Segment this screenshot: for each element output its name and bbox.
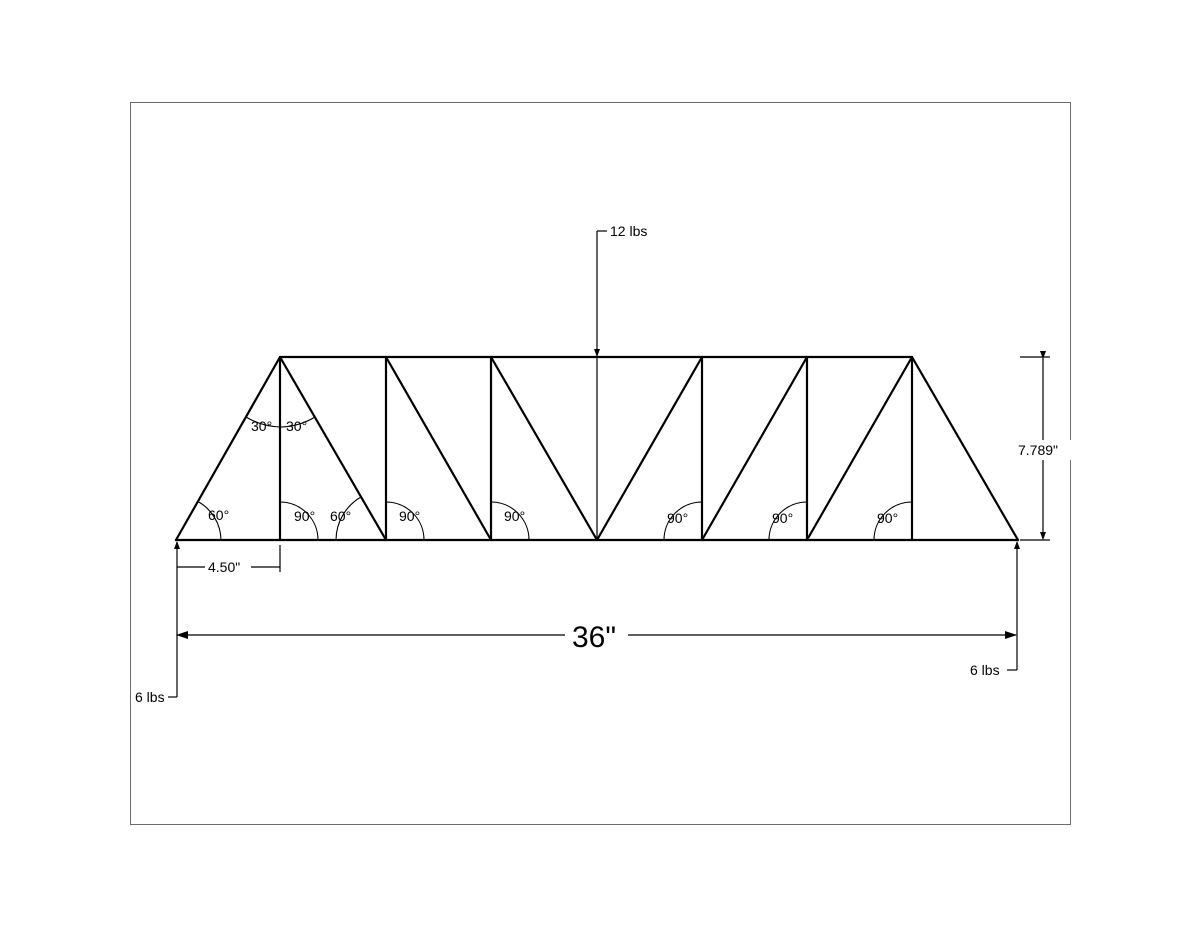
diagonal-member — [805, 355, 914, 542]
height-dimension: 7.789" — [1018, 351, 1072, 541]
angle-arc — [279, 501, 319, 541]
angle-label: 90° — [667, 510, 688, 526]
angle-label: 90° — [504, 508, 525, 524]
angle-labels: 60° 30° 30° 90° 60° 90° 90° 90° 90° 90° — [208, 418, 898, 526]
vertical-members — [278, 355, 914, 542]
angle-arc — [335, 496, 362, 541]
load-label: 12 lbs — [610, 223, 647, 239]
angle-arc — [768, 501, 808, 541]
left-reaction-label: 6 lbs — [135, 689, 165, 705]
angle-label: 30° — [286, 418, 307, 434]
angle-label: 90° — [399, 508, 420, 524]
right-end-post — [910, 355, 1020, 542]
diagonal-members — [278, 355, 914, 542]
diagonal-member — [489, 355, 599, 542]
angle-arcs — [196, 416, 913, 541]
right-reaction: 6 lbs — [970, 541, 1020, 678]
angle-arc — [196, 500, 222, 541]
angle-label: 90° — [877, 510, 898, 526]
span-dimension: 36" — [176, 621, 1017, 654]
diagonal-member — [278, 355, 388, 542]
height-label: 7.789" — [1018, 442, 1058, 458]
diagonal-member — [595, 355, 704, 542]
angle-arc — [663, 501, 703, 541]
left-end-post — [174, 355, 282, 542]
angle-arc — [385, 501, 425, 541]
drawing-border — [130, 102, 1071, 825]
angle-label: 60° — [208, 507, 229, 523]
load-arrow: 12 lbs — [594, 223, 647, 357]
angle-arc — [279, 416, 316, 428]
left-reaction: 6 lbs — [135, 541, 180, 705]
angle-label: 60° — [330, 508, 351, 524]
angle-label: 90° — [294, 508, 315, 524]
angle-arc — [490, 501, 530, 541]
panel-dimension: 4.50" — [177, 545, 281, 575]
label-mask — [1018, 440, 1072, 460]
angle-arc — [245, 416, 281, 428]
angle-label: 30° — [251, 418, 272, 434]
panel-label: 4.50" — [208, 559, 240, 575]
diagonal-member — [384, 355, 493, 542]
angle-label: 90° — [772, 510, 793, 526]
diagonal-member — [700, 355, 809, 542]
angle-arc — [873, 501, 913, 541]
span-label: 36" — [572, 621, 616, 654]
right-reaction-label: 6 lbs — [970, 662, 1000, 678]
